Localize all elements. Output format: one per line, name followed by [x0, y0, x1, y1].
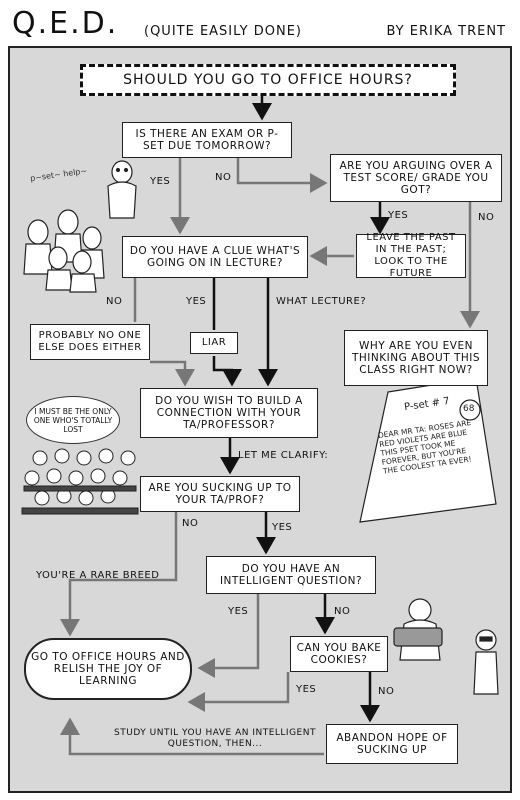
- label-exam-yes: YES: [150, 176, 171, 187]
- comic-subtitle: (QUITE EASILY DONE): [144, 24, 302, 39]
- edge-sucking-go: [60, 512, 178, 637]
- connection-node: DO YOU WISH TO BUILD A CONNECTION WITH Y…: [140, 388, 318, 438]
- student-crowd-doodle: [23, 160, 137, 293]
- clue-node: DO YOU HAVE A CLUE WHAT'S GOING ON IN LE…: [122, 236, 308, 278]
- label-clue-no: NO: [106, 296, 123, 307]
- label-intel-yes: YES: [228, 606, 249, 617]
- edge-cookies-go: [187, 672, 290, 712]
- sucking-node: ARE YOU SUCKING UP TO YOUR TA/PROF?: [140, 476, 300, 512]
- pset-grade: 68: [463, 404, 475, 414]
- arguing-node: ARE YOU ARGUING OVER A TEST SCORE/ GRADE…: [330, 154, 502, 202]
- intelligent-node: DO YOU HAVE AN INTELLIGENT QUESTION?: [206, 556, 376, 594]
- label-intel-no: NO: [334, 606, 351, 617]
- label-sucking-yes: YES: [272, 522, 293, 533]
- thought-bubble: I MUST BE THE ONLY ONE WHO'S TOTALLY LOS…: [26, 396, 120, 444]
- label-clue-what: WHAT LECTURE?: [276, 296, 367, 307]
- comic-author: BY ERIKA TRENT: [386, 24, 506, 39]
- start-node: SHOULD YOU GO TO OFFICE HOURS?: [80, 64, 456, 96]
- cookies-node: CAN YOU BAKE COOKIES?: [290, 636, 388, 672]
- edge-abandon-go: [60, 717, 324, 756]
- cookie-student-doodle: [393, 598, 499, 695]
- edge-probably-connection: [150, 360, 195, 387]
- go-node: GO TO OFFICE HOURS AND RELISH THE JOY OF…: [24, 638, 192, 700]
- edge-liar-connection: [212, 356, 242, 387]
- leave-past-node: LEAVE THE PAST IN THE PAST; LOOK TO THE …: [356, 232, 466, 279]
- comic-title: Q.E.D.: [12, 6, 119, 41]
- label-cookies-yes: YES: [296, 684, 317, 695]
- liar-node: LIAR: [190, 332, 238, 354]
- exam-node: IS THERE AN EXAM OR P-SET DUE TOMORROW?: [122, 122, 292, 158]
- label-arguing-no: NO: [478, 212, 495, 223]
- label-clue-yes: YES: [186, 296, 207, 307]
- label-study: STUDY UNTIL YOU HAVE AN INTELLIGENT QUES…: [114, 728, 316, 749]
- why-node: WHY ARE YOU EVEN THINKING ABOUT THIS CLA…: [344, 330, 488, 386]
- label-clarify: LET ME CLARIFY:: [238, 450, 329, 461]
- label-arguing-yes: YES: [388, 210, 409, 221]
- label-rare-breed: YOU'RE A RARE BREED: [36, 570, 160, 581]
- label-sucking-no: NO: [182, 518, 199, 529]
- label-exam-no: NO: [215, 172, 232, 183]
- label-cookies-no: NO: [378, 686, 395, 697]
- lecture-hall-doodle: [21, 448, 139, 515]
- abandon-node: ABANDON HOPE OF SUCKING UP: [326, 724, 458, 764]
- edge-exam-arguing: [236, 158, 328, 193]
- probably-node: PROBABLY NO ONE ELSE DOES EITHER: [30, 324, 150, 360]
- edge-intelligent-go: [197, 594, 260, 678]
